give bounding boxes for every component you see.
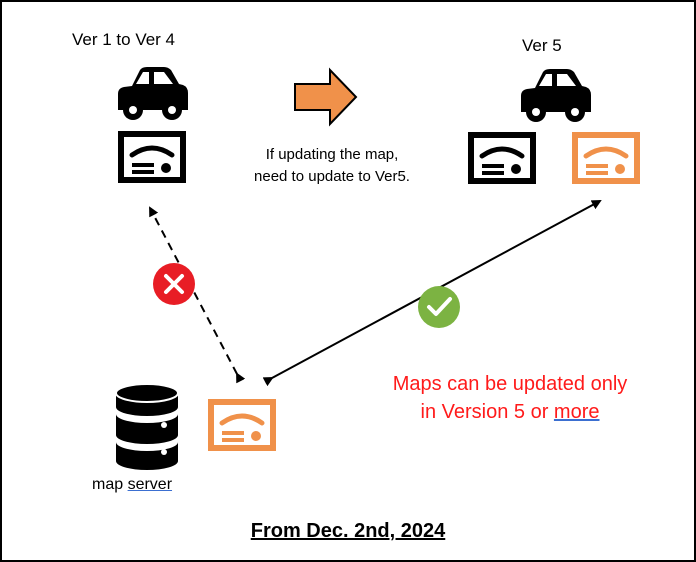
current-version-label: Ver 5 [522, 36, 562, 55]
map-server-label: map server [92, 476, 172, 494]
note-more-word: more [553, 401, 600, 423]
check-mark-icon [418, 286, 460, 328]
effective-date: From Dec. 2nd, 2024 [250, 520, 446, 542]
map-data-card-icon [471, 135, 533, 181]
x-mark-icon [153, 263, 195, 305]
map-data-card-icon [575, 135, 637, 181]
right-arrow-icon [294, 67, 358, 127]
map-data-card-icon [211, 402, 273, 448]
instruction-line-2: need to update to Ver5. [254, 168, 410, 185]
failed-update-connector [149, 206, 246, 384]
server-label-prefix: map [92, 476, 128, 493]
map-data-card-icon [121, 134, 183, 180]
note-line-2-prefix: in Version 5 or [420, 401, 554, 423]
legacy-version-label: Ver 1 to Ver 4 [72, 30, 176, 49]
instruction-line-1: If updating the map, [265, 146, 399, 163]
update-instruction: If updating the map, need to update to V… [222, 144, 442, 188]
requirement-note: Maps can be updated only in Version 5 or… [340, 370, 680, 426]
server-label-word: server [127, 476, 173, 493]
note-line-1: Maps can be updated only [392, 373, 628, 395]
database-server-icon [115, 383, 179, 470]
